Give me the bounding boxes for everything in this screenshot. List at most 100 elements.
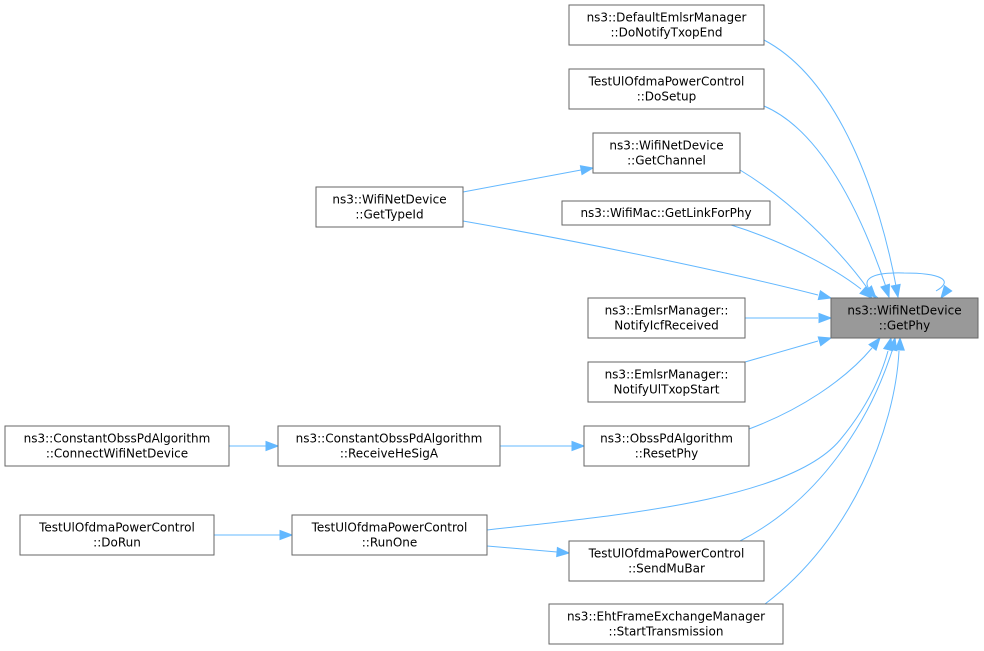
- arrowhead: [265, 440, 280, 452]
- node-label-line: NotifyIcfReceived: [614, 319, 718, 333]
- edge-runone-to-sendmubar: [486, 545, 571, 558]
- nodes-layer: ns3::WifiNetDevice::GetPhy ns3::DefaultEm…: [4, 4, 979, 645]
- edge-gettypeid-to-getphy: [462, 220, 833, 301]
- arrowhead: [818, 312, 833, 324]
- node-gettypeid[interactable]: ns3::WifiNetDevice::GetTypeId: [315, 186, 464, 228]
- edge-starttx-to-getphy: [764, 336, 905, 605]
- edges-layer: [214, 39, 953, 605]
- node-label-line: ::StartTransmission: [609, 625, 724, 639]
- edge-notifyicf-to-getphy: [745, 312, 833, 324]
- edge-line: [763, 39, 897, 287]
- arrowhead: [880, 283, 891, 299]
- node-box: [592, 132, 741, 174]
- edge-line: [763, 105, 887, 288]
- node-label-line: ::ConnectWifiNetDevice: [46, 447, 188, 461]
- node-box: [561, 200, 771, 226]
- edge-line: [744, 340, 819, 363]
- edge-getlinkforphy-to-getphy: [727, 223, 874, 299]
- node-label-line: ns3::EhtFrameExchangeManager: [567, 610, 765, 624]
- arrowhead: [556, 546, 571, 558]
- node-resetphy[interactable]: ns3::ObssPdAlgorithm::ResetPhy: [583, 425, 750, 467]
- edge-notifyul-to-getphy: [744, 336, 833, 363]
- arrowhead: [894, 336, 905, 351]
- arrowhead: [868, 336, 881, 352]
- edge-line: [739, 169, 869, 290]
- arrowhead: [579, 165, 595, 176]
- node-notifyul[interactable]: ns3::EmlsrManager::NotifyUlTxopStart: [587, 361, 746, 403]
- node-label-line: ::SendMuBar: [628, 562, 705, 576]
- edge-dorun-to-runone: [214, 529, 294, 541]
- node-box: [315, 186, 464, 228]
- node-label-line: ns3::EmlsrManager::: [605, 304, 729, 318]
- edge-gettypeid-to-getchannel: [462, 165, 595, 193]
- node-label-line: ::DoSetup: [637, 90, 697, 104]
- node-getlinkforphy[interactable]: ns3::WifiMac::GetLinkForPhy: [561, 200, 771, 226]
- arrowhead: [279, 529, 294, 541]
- edge-donotify-to-getphy: [763, 39, 901, 299]
- node-label-line: ns3::EmlsrManager::: [605, 368, 729, 382]
- node-label-line: NotifyUlTxopStart: [614, 383, 720, 397]
- node-box: [4, 425, 230, 467]
- edge-line: [486, 545, 558, 553]
- node-box: [568, 68, 765, 110]
- edge-receivehesiga-to-resetphy: [500, 440, 586, 452]
- edge-connectwifi-to-receivehesiga: [229, 440, 280, 452]
- arrowhead: [940, 284, 953, 300]
- node-label-line: TestUlOfdmaPowerControl: [311, 521, 468, 535]
- node-runone[interactable]: TestUlOfdmaPowerControl::RunOne: [291, 514, 488, 556]
- node-label-line: ::ReceiveHeSigA: [340, 447, 439, 461]
- node-box: [568, 4, 765, 46]
- node-notifyicf[interactable]: ns3::EmlsrManager::NotifyIcfReceived: [587, 297, 746, 339]
- edge-line: [764, 350, 900, 605]
- edge-line: [748, 347, 873, 430]
- arrowhead: [571, 440, 586, 452]
- node-label-line: ns3::ConstantObssPdAlgorithm: [296, 432, 483, 446]
- edge-line: [727, 223, 862, 290]
- node-label-line: ns3::WifiNetDevice: [609, 139, 723, 153]
- node-dorun[interactable]: TestUlOfdmaPowerControl::DoRun: [19, 514, 215, 556]
- node-label-line: ::GetTypeId: [355, 208, 423, 222]
- node-label-line: ns3::ObssPdAlgorithm: [600, 432, 733, 446]
- edge-sendmubar-to-getphy: [739, 336, 898, 542]
- edge-line: [462, 169, 582, 193]
- node-starttx[interactable]: ns3::EhtFrameExchangeManager::StartTrans…: [548, 603, 784, 645]
- node-label-line: TestUlOfdmaPowerControl: [38, 521, 195, 535]
- node-box: [568, 540, 765, 582]
- node-box: [583, 425, 750, 467]
- edge-line: [486, 350, 889, 531]
- node-label-line: ns3::WifiNetDevice: [847, 304, 961, 318]
- node-getchannel[interactable]: ns3::WifiNetDevice::GetChannel: [592, 132, 741, 174]
- edge-getchannel-to-getphy: [739, 169, 877, 300]
- node-connectwifi[interactable]: ns3::ConstantObssPdAlgorithm::ConnectWif…: [4, 425, 230, 467]
- node-box: [830, 297, 979, 339]
- node-label-line: ::GetChannel: [627, 154, 706, 168]
- node-label-line: ::DoRun: [93, 536, 141, 550]
- arrowhead: [887, 336, 898, 352]
- node-box: [587, 361, 746, 403]
- arrowhead: [817, 289, 833, 301]
- node-dosetup[interactable]: TestUlOfdmaPowerControl::DoSetup: [568, 68, 765, 110]
- arrowhead: [890, 283, 901, 299]
- node-label-line: ::ResetPhy: [635, 447, 699, 461]
- node-label-line: ::GetPhy: [879, 319, 930, 333]
- arrowhead: [859, 285, 874, 299]
- node-label-line: ns3::DefaultEmlsrManager: [587, 11, 747, 25]
- node-label-line: TestUlOfdmaPowerControl: [588, 75, 745, 89]
- edge-resetphy-to-getphy: [748, 336, 881, 430]
- node-label-line: ns3::ConstantObssPdAlgorithm: [24, 432, 211, 446]
- node-box: [291, 514, 488, 556]
- node-label-line: ns3::WifiNetDevice: [332, 193, 446, 207]
- node-box: [277, 425, 501, 467]
- node-box: [548, 603, 784, 645]
- edge-getphy-to-getphy: [866, 272, 953, 300]
- node-receivehesiga[interactable]: ns3::ConstantObssPdAlgorithm::ReceiveHeS…: [277, 425, 501, 467]
- node-donotify[interactable]: ns3::DefaultEmlsrManager::DoNotifyTxopEn…: [568, 4, 765, 46]
- node-label-line: ::RunOne: [362, 536, 418, 550]
- node-label-line: TestUlOfdmaPowerControl: [588, 547, 745, 561]
- node-label-line: ns3::WifiMac::GetLinkForPhy: [580, 206, 751, 220]
- node-box: [19, 514, 215, 556]
- node-sendmubar[interactable]: TestUlOfdmaPowerControl::SendMuBar: [568, 540, 765, 582]
- arrowhead: [817, 336, 833, 347]
- node-getphy[interactable]: ns3::WifiNetDevice::GetPhy: [830, 297, 979, 339]
